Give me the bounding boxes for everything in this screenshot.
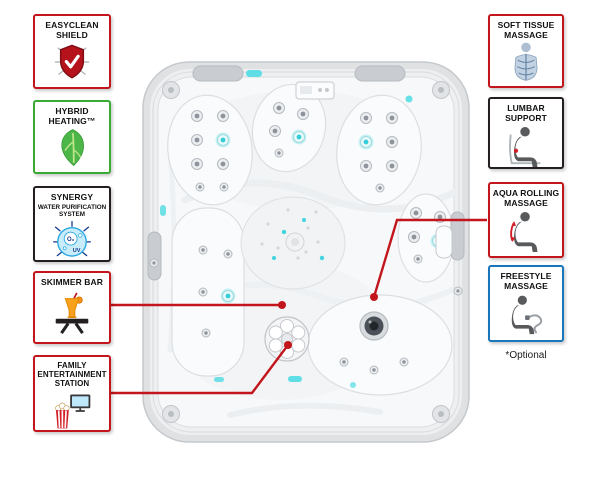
- feature-title: AQUA ROLLING MASSAGE: [492, 188, 560, 208]
- shield-check-icon: [54, 44, 90, 79]
- hose-massage-icon: [511, 295, 543, 335]
- feature-title: EASYCLEAN SHIELD: [45, 20, 99, 40]
- callout-lines: [111, 218, 487, 395]
- cocktail-bar-icon: [55, 292, 89, 335]
- control-pad: [264, 316, 310, 362]
- feature-title: SKIMMER BAR: [40, 277, 103, 287]
- main-jet: [359, 311, 389, 341]
- side-control-panel: [435, 225, 453, 259]
- feature-box-easyclean-shield: EASYCLEAN SHIELD: [33, 14, 111, 89]
- feature-title: LUMBAR SUPPORT: [505, 103, 547, 123]
- top-display-panel: [295, 81, 335, 100]
- feature-title: FREESTYLE MASSAGE: [500, 271, 552, 291]
- feature-box-synergy-purification: SYNERGY WATER PURIFICATION SYSTEM O₃ UV: [33, 186, 111, 262]
- aqua-rolling-line: [372, 218, 487, 298]
- feature-subtitle: WATER PURIFICATION SYSTEM: [37, 203, 107, 218]
- optional-note: *Optional: [505, 350, 547, 361]
- feature-box-lumbar-support: LUMBAR SUPPORT: [488, 97, 564, 169]
- feature-box-skimmer-bar: SKIMMER BAR: [33, 271, 111, 344]
- popcorn-screen-icon: [55, 394, 91, 429]
- bench-seat: [307, 294, 453, 396]
- feature-title: FAMILY ENTERTAINMENT STATION: [37, 361, 107, 388]
- leaf-icon: [61, 129, 84, 167]
- feature-title: SOFT TISSUE MASSAGE: [497, 20, 555, 40]
- feature-title: SYNERGY: [50, 192, 94, 202]
- entertainment-line: [111, 344, 289, 395]
- led-accents: [160, 70, 413, 388]
- feature-box-family-entertainment: FAMILY ENTERTAINMENT STATION: [33, 355, 111, 432]
- feature-title: HYBRID HEATING™: [48, 106, 96, 126]
- footwell-speckles: [260, 208, 325, 261]
- feature-box-aqua-rolling-massage: AQUA ROLLING MASSAGE: [488, 182, 564, 258]
- corner-speakers: [149, 81, 463, 423]
- feature-box-freestyle-massage: FREESTYLE MASSAGE: [488, 265, 564, 342]
- back-muscles-icon: [514, 42, 538, 81]
- feature-box-hybrid-heating: HYBRID HEATING™: [33, 100, 111, 174]
- seated-person-icon: [509, 126, 541, 167]
- headrest-pillows: [147, 65, 465, 281]
- uv-label: UV: [73, 248, 81, 254]
- purification-bubble-icon: O₃ UV: [53, 221, 91, 257]
- rolling-massage-icon: [510, 211, 538, 252]
- feature-box-soft-tissue-massage: SOFT TISSUE MASSAGE: [488, 14, 564, 88]
- ozone-label: O₃: [67, 237, 75, 243]
